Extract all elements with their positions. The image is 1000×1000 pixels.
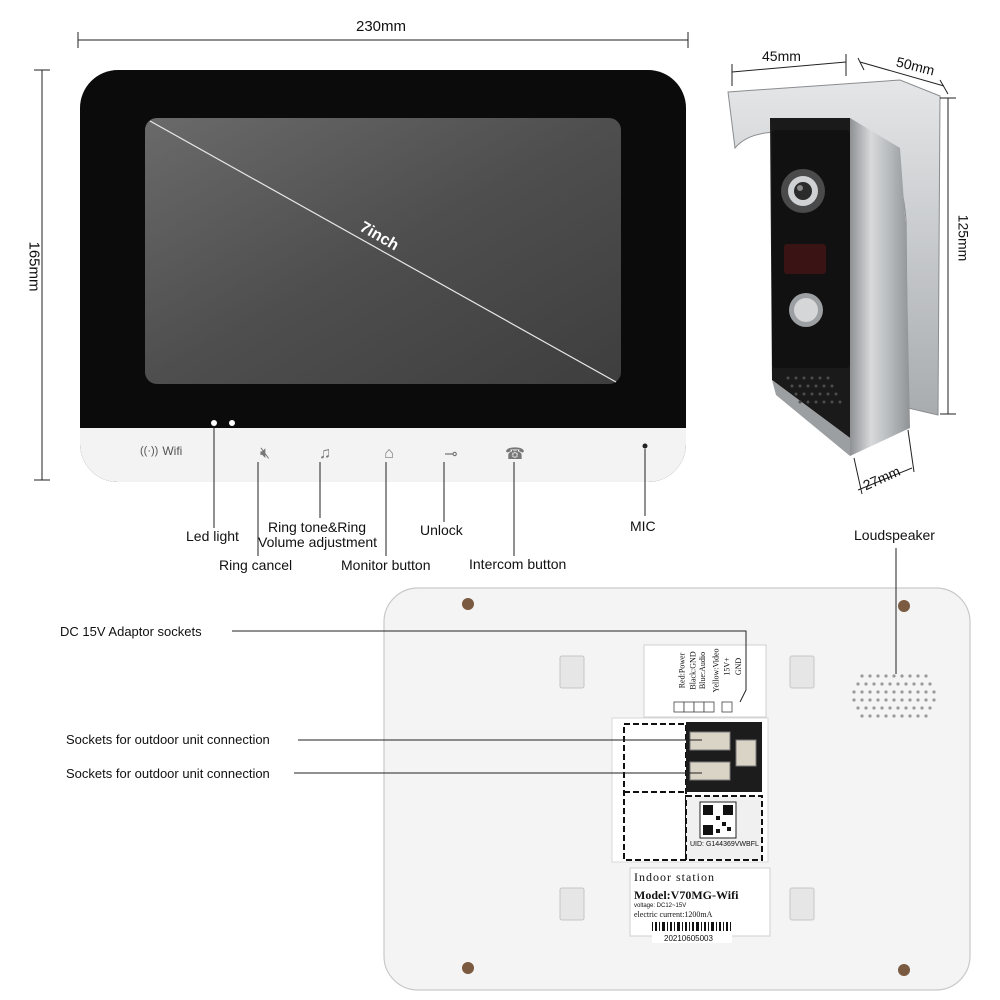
wire-label: GND [734,657,744,676]
ring-cancel-icon: 🔇︎ [259,445,271,462]
monitor-back [383,587,971,991]
monitor-button-label: Monitor button [341,557,431,573]
uid-text: UID: G144369VWBFL [690,841,759,848]
monitor-front [80,70,686,482]
wire-label: 15V+ [722,657,732,676]
voltage-text: voltage: DC12~15V [634,903,687,909]
door-dimension-lines [731,54,956,495]
qr-code [699,801,737,839]
monitor-icon: ⌂ [384,445,394,462]
ring-tone-label-line1: Ring tone&Ring [268,519,367,535]
wifi-indicator: ((·)) Wifi [140,444,182,458]
wire-label: Red:Power [677,652,687,689]
back-callout-lines [232,548,897,774]
model-text: Model:V70MG-Wifi [634,888,739,902]
ring-cancel-label: Ring cancel [219,557,293,573]
ring-tone-label-line2: Volume adjustment [258,534,378,550]
height-label: 165mm [25,241,43,292]
serial-number: 20210605003 [664,934,713,943]
wire-label: Blue:Audio [698,651,708,690]
mic-label: MIC [630,518,656,534]
door-station [727,79,941,456]
wire-legend: Red:Power Black:GND Blue:Audio Yellow:Vi… [666,648,766,700]
door-width-label: 45mm [762,48,801,64]
wire-label: Yellow:Video [711,648,721,693]
door-height-label: 125mm [955,214,972,262]
intercom-handset-icon: ☎ [505,446,525,463]
ring-tone-button[interactable]: ♫ [310,441,340,467]
intercom-button-label: Intercom button [469,556,567,572]
wire-label: Black:GND [688,651,698,690]
ring-tone-icon: ♫ [319,445,331,462]
outdoor-socket-label-2: Sockets for outdoor unit connection [66,766,270,781]
monitor-button[interactable]: ⌂ [374,441,404,467]
unlock-key-icon: ⊸ [444,446,458,463]
outdoor-socket-label-1: Sockets for outdoor unit connection [66,732,270,747]
width-dimension-line [77,32,689,48]
wifi-icon: ((·)) [140,445,159,457]
intercom-button[interactable]: ☎ [500,441,530,467]
monitor-callout-lines [213,426,646,556]
unlock-button[interactable]: ⊸ [436,441,466,467]
station-title: Indoor station [634,870,715,884]
back-speaker-grille [852,674,936,718]
width-label: 230mm [356,18,407,35]
led-light-label: Led light [186,528,239,544]
wifi-label: Wifi [162,444,183,458]
dc-adaptor-label: DC 15V Adaptor sockets [60,624,202,639]
current-text: electric current:1200mA [634,910,713,919]
unlock-label: Unlock [420,522,463,538]
height-dimension-line [34,69,50,481]
ring-cancel-button[interactable]: 🔇︎ [250,441,280,467]
loudspeaker-label: Loudspeaker [854,527,935,543]
